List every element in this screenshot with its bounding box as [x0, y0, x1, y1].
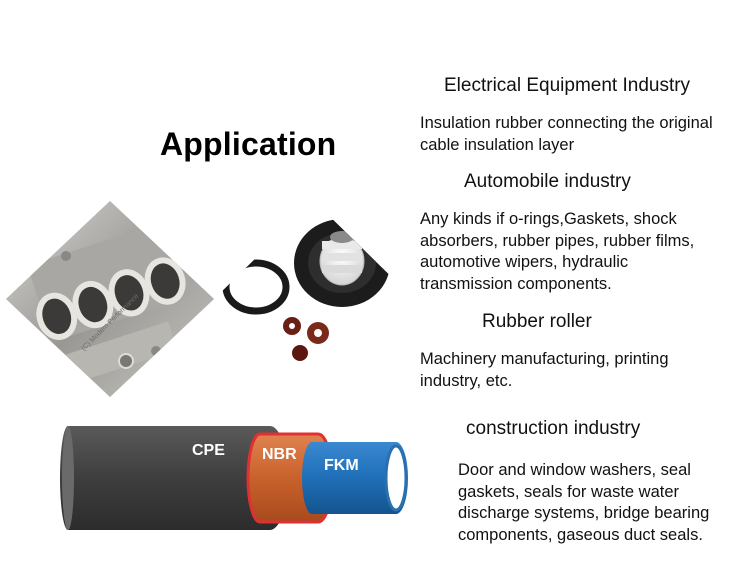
page-title: Application	[160, 126, 337, 162]
cable-diagram: CPE NBR FKM	[60, 420, 415, 540]
desc-line: discharge systems, bridge bearing	[458, 504, 710, 522]
desc-line: components, gaseous duct seals.	[458, 525, 703, 544]
section-heading-electrical: Electrical Equipment Industry	[444, 75, 691, 96]
desc-line: Door and window washers, seal	[458, 461, 691, 479]
desc-line: cable insulation layer	[420, 135, 575, 154]
seals-photo	[214, 201, 414, 397]
nbr-label: NBR	[262, 446, 297, 463]
desc-line: absorbers, rubber pipes, rubber films,	[420, 231, 695, 250]
desc-line: automotive wipers, hydraulic	[420, 253, 629, 271]
fkm-layer	[302, 442, 408, 514]
section-heading-automobile: Automobile industry	[464, 171, 631, 192]
section-desc-automobile: Any kinds if o-rings,Gaskets, shock abso…	[420, 209, 694, 295]
desc-line: Machinery manufacturing, printing	[420, 350, 669, 368]
manifold-photo: (C) Modern Performance	[6, 201, 214, 397]
section-heading-rubber-roller: Rubber roller	[482, 311, 592, 332]
desc-line: Any kinds if o-rings,Gaskets, shock	[420, 210, 677, 228]
section-desc-construction: Door and window washers, seal gaskets, s…	[458, 460, 709, 546]
seals-image	[214, 201, 414, 397]
cable-svg: CPE NBR FKM	[60, 426, 408, 530]
desc-line: industry, etc.	[420, 371, 513, 390]
cpe-label: CPE	[192, 442, 225, 459]
cable-core	[384, 444, 408, 512]
desc-line: Insulation rubber connecting the origina…	[420, 114, 713, 132]
section-desc-electrical: Insulation rubber connecting the origina…	[420, 113, 713, 156]
manifold-image: (C) Modern Performance	[6, 201, 214, 397]
fkm-label: FKM	[324, 457, 359, 474]
section-heading-construction: construction industry	[466, 418, 641, 439]
desc-line: gaskets, seals for waste water	[458, 482, 680, 501]
cpe-layer	[60, 426, 288, 530]
desc-line: transmission components.	[420, 274, 612, 293]
section-desc-rubber-roller: Machinery manufacturing, printing indust…	[420, 349, 669, 392]
